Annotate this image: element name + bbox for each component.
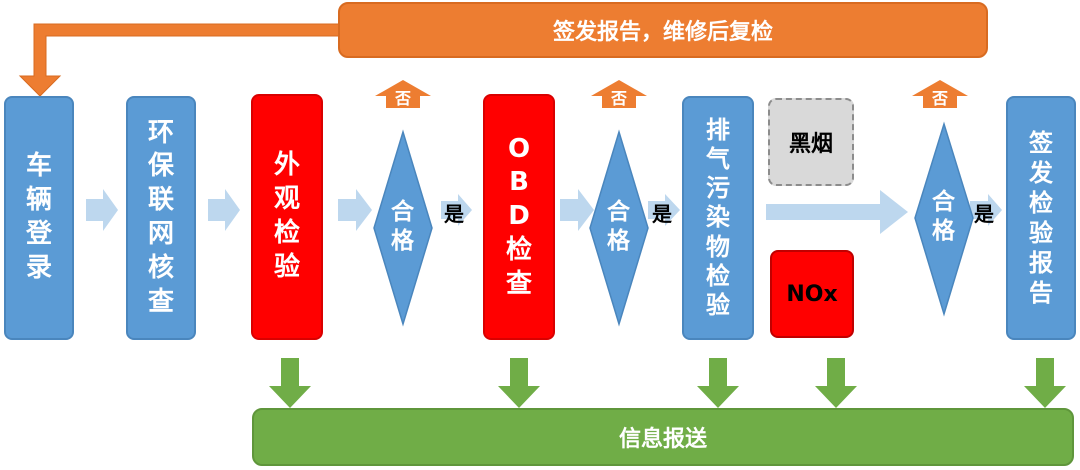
flow-arrow-3	[338, 189, 372, 231]
down-arrow-obd	[498, 358, 540, 408]
step-vehicle-registration: 车辆登录	[4, 96, 74, 340]
yes-label-3: 是	[974, 202, 994, 226]
flow-arrow-2	[208, 189, 240, 231]
reissue-bar: 签发报告，维修后复检	[338, 2, 988, 58]
no-label-2: 否	[610, 89, 627, 108]
flow-arrow-yes-3	[970, 194, 1002, 226]
down-arrow-report	[1024, 358, 1066, 408]
down-arrow-visual	[269, 358, 311, 408]
decision-diamond-2	[589, 129, 649, 327]
item-black-smoke: 黑烟	[768, 98, 854, 186]
flow-arrow-4	[560, 189, 594, 231]
item-nox-label: NOx	[786, 281, 838, 307]
yes-label-2: 是	[652, 202, 672, 226]
step-network-check-label: 环保联网核查	[148, 117, 175, 317]
decision-1-label: 合格	[391, 199, 414, 254]
step-vehicle-registration-label: 车辆登录	[26, 151, 53, 283]
decision-diamond-3	[914, 121, 974, 317]
reissue-bar-label: 签发报告，维修后复检	[552, 20, 773, 45]
return-arrow	[18, 23, 341, 97]
step-obd-check-label: OBD检查	[506, 133, 533, 299]
no-arrow-3	[912, 80, 968, 108]
step-visual-inspection: 外观检验	[251, 94, 323, 340]
decision-2-label: 合格	[607, 199, 630, 254]
step-emission-test-label: 排气污染物检验	[706, 115, 730, 320]
flow-arrow-yes-2	[648, 194, 680, 226]
step-obd-check: OBD检查	[483, 94, 555, 340]
down-arrow-emission	[697, 358, 739, 408]
decision-3-label: 合格	[932, 189, 955, 244]
no-label-3: 否	[931, 89, 948, 108]
item-nox: NOx	[770, 250, 854, 338]
step-emission-test: 排气污染物检验	[682, 96, 754, 340]
no-label-1: 否	[394, 89, 411, 108]
flow-arrow-yes-1	[441, 194, 472, 226]
down-arrow-nox	[815, 358, 857, 408]
info-report-label: 信息报送	[618, 427, 707, 452]
no-arrow-2	[591, 80, 647, 108]
step-issue-report-label: 签发检验报告	[1029, 129, 1053, 307]
item-black-smoke-label: 黑烟	[788, 132, 833, 157]
step-network-check: 环保联网核查	[126, 96, 196, 340]
decision-diamond-1	[373, 129, 433, 327]
step-visual-inspection-label: 外观检验	[274, 150, 301, 282]
info-report-bar: 信息报送	[252, 408, 1074, 466]
yes-label-1: 是	[444, 202, 464, 226]
step-issue-report: 签发检验报告	[1006, 96, 1076, 340]
flow-arrow-long	[766, 190, 908, 234]
no-arrow-1	[375, 80, 431, 108]
flow-arrow-1	[86, 189, 118, 231]
